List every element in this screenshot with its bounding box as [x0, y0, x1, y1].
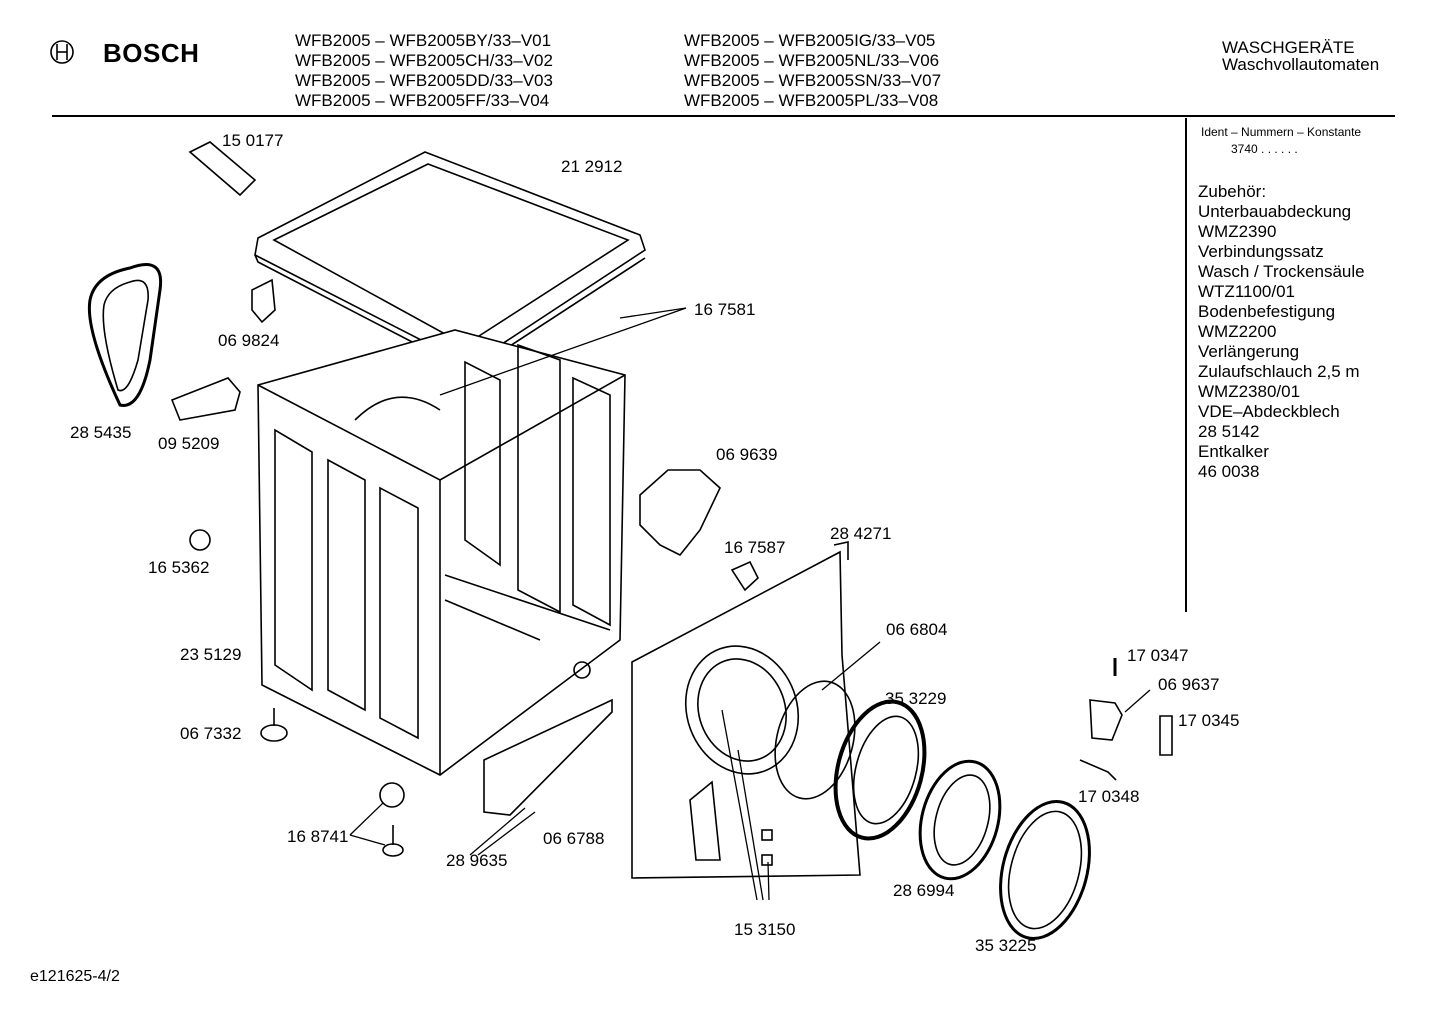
leader-lines	[349, 307, 1151, 901]
accessory-line: Zulaufschlauch 2,5 m	[1198, 362, 1360, 381]
model-line: WFB2005 – WFB2005NL/33–V06	[684, 51, 940, 70]
part-label: 21 2912	[561, 157, 623, 176]
door-frame	[833, 699, 927, 841]
brand-name: BOSCH	[103, 38, 200, 68]
category-title: WASCHGERÄTE Waschvollautomaten	[1222, 39, 1379, 73]
accessory-line: Unterbauabdeckung	[1198, 202, 1352, 221]
part-label: 28 9635	[446, 851, 508, 870]
model-line: WFB2005 – WFB2005SN/33–V07	[684, 71, 942, 90]
accessory-line: 46 0038	[1198, 462, 1260, 481]
accessory-line: Verlängerung	[1198, 342, 1300, 361]
model-line: WFB2005 – WFB2005FF/33–V04	[295, 91, 550, 110]
model-line: WFB2005 – WFB2005IG/33–V05	[684, 31, 936, 50]
part-label: 17 0345	[1178, 711, 1240, 730]
control-strip	[483, 698, 613, 816]
part-label: 35 3225	[975, 936, 1037, 955]
part-label: 06 9639	[716, 445, 778, 464]
part-label: 35 3229	[885, 689, 947, 708]
part-label: 06 9824	[218, 331, 280, 350]
part-label: 06 6804	[886, 620, 948, 639]
accessory-line: Bodenbefestigung	[1198, 302, 1336, 321]
drawing-id: e121625-4/2	[30, 968, 120, 985]
model-list-left: WFB2005 – WFB2005BY/33–V01 WFB2005 – WFB…	[295, 31, 553, 111]
part-label: 17 0347	[1127, 646, 1189, 665]
part-label: 17 0348	[1078, 787, 1140, 806]
small-parts	[87, 141, 1173, 857]
ident-value: 3740 . . . . . .	[1231, 142, 1298, 156]
part-label: 28 5435	[70, 423, 132, 442]
part-label: 28 6994	[893, 881, 955, 900]
accessory-line: 28 5142	[1198, 422, 1260, 441]
part-label: 06 9637	[1158, 675, 1220, 694]
model-line: WFB2005 – WFB2005CH/33–V02	[295, 51, 553, 70]
cabinet	[257, 329, 626, 776]
part-label: 23 5129	[180, 645, 242, 664]
accessories-list: Zubehör: Unterbauabdeckung WMZ2390 Verbi…	[1198, 182, 1365, 482]
category-line: WASCHGERÄTE	[1222, 38, 1355, 57]
category-line: Waschvollautomaten	[1222, 55, 1380, 74]
model-line: WFB2005 – WFB2005DD/33–V03	[295, 71, 553, 90]
part-label: 06 7332	[180, 724, 242, 743]
part-label: 16 7587	[724, 538, 786, 557]
part-label: 16 7581	[694, 300, 756, 319]
accessory-line: Zubehör:	[1198, 182, 1267, 201]
part-label: 15 0177	[222, 131, 284, 150]
part-label: 09 5209	[158, 434, 220, 453]
accessory-line: Wasch / Trockensäule	[1198, 262, 1365, 281]
bellows-ring	[774, 680, 856, 800]
accessory-line: WMZ2380/01	[1198, 382, 1301, 401]
model-list-right: WFB2005 – WFB2005IG/33–V05 WFB2005 – WFB…	[684, 31, 941, 111]
part-label: 28 4271	[830, 524, 892, 543]
door-outer-ring	[999, 800, 1091, 940]
accessory-line: Entkalker	[1198, 442, 1269, 461]
part-label: 15 3150	[734, 920, 796, 939]
accessory-line: Verbindungssatz	[1198, 242, 1324, 261]
front-panel	[631, 541, 861, 879]
part-label: 16 8741	[287, 827, 349, 846]
model-line: WFB2005 – WFB2005PL/33–V08	[684, 91, 939, 110]
ident-label: Ident – Nummern – Konstante	[1201, 125, 1362, 139]
accessory-line: WTZ1100/01	[1198, 282, 1296, 301]
model-line: WFB2005 – WFB2005BY/33–V01	[295, 31, 552, 50]
bosch-logo-icon	[50, 40, 74, 64]
accessory-line: WMZ2200	[1198, 322, 1277, 341]
accessory-line: WMZ2390	[1198, 222, 1277, 241]
top-plate	[254, 151, 646, 373]
accessory-line: VDE–Abdeckblech	[1198, 402, 1340, 421]
part-label: 06 6788	[543, 829, 605, 848]
door-glass	[918, 759, 1002, 881]
part-label: 16 5362	[148, 558, 210, 577]
